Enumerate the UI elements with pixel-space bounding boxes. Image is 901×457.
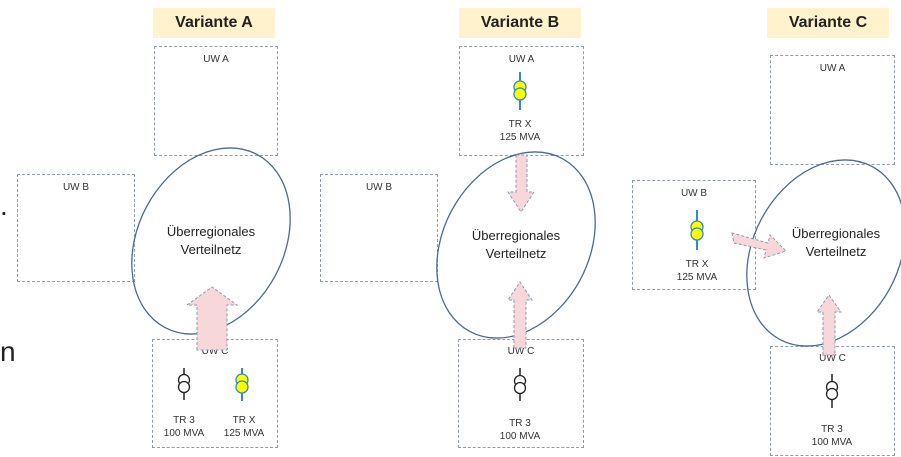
variant-a-network-line2: Verteilnetz <box>180 242 242 257</box>
variant-c-up-arrow <box>816 294 842 356</box>
variant-b-network-label: Überregionales Verteilnetz <box>451 227 581 263</box>
variant-b-up-arrow <box>507 281 533 349</box>
variant-a-trx-transformer-icon <box>235 368 249 401</box>
variant-c-trx-label: TR X 125 MVA <box>667 258 727 284</box>
variant-a-up-arrow <box>185 286 239 351</box>
variant-b-network-line2: Verteilnetz <box>485 246 547 261</box>
variant-c-tr3-power: 100 MVA <box>811 437 853 448</box>
variant-b-uw-c-label: UW C <box>507 346 535 357</box>
variant-b-network-ellipse <box>436 151 596 339</box>
variant-a-trx-label: TR X 125 MVA <box>214 414 274 440</box>
variant-c-uw-b-box: UW B <box>632 180 756 290</box>
variant-a-network-ellipse <box>131 147 291 335</box>
variant-a-uw-b-box: UW B <box>17 174 135 282</box>
edge-text-dot: . <box>0 190 8 221</box>
variant-c-uw-a-box: UW A <box>770 55 895 165</box>
variant-a-trx-name: TR X <box>232 415 256 426</box>
variant-c-network-line2: Verteilnetz <box>805 244 867 259</box>
variant-b-down-arrow <box>507 154 535 213</box>
variant-b-network-line1: Überregionales <box>471 228 561 243</box>
title-variante-a: Variante A <box>153 8 275 38</box>
variant-a-tr3-name: TR 3 <box>173 415 195 426</box>
variant-a-tr3-transformer-icon <box>177 368 191 400</box>
variant-a-network-label: Überregionales Verteilnetz <box>146 223 276 259</box>
variant-c-tr3-label: TR 3 100 MVA <box>802 423 862 449</box>
variant-a-network-line1: Überregionales <box>166 224 256 239</box>
variant-c-network-line1: Überregionales <box>791 226 881 241</box>
variant-b-uw-b-label: UW B <box>365 182 393 193</box>
variant-b-tr3-name: TR 3 <box>509 418 531 429</box>
variant-b-uw-a-label: UW A <box>508 54 535 65</box>
variant-b-tr3-transformer-icon <box>513 368 527 401</box>
variant-a-uw-a-box: UW A <box>154 46 278 156</box>
variant-c-network-label: Überregionales Verteilnetz <box>771 225 901 261</box>
variant-a-uw-b-label: UW B <box>62 182 90 193</box>
variant-b-trx-power: 125 MVA <box>499 132 541 143</box>
variant-a-uw-a-label: UW A <box>203 54 229 65</box>
variant-b-trx-label: TR X 125 MVA <box>490 118 550 144</box>
variant-c-trx-power: 125 MVA <box>676 272 718 283</box>
variant-c-uw-c-label: UW C <box>819 353 846 364</box>
variant-b-uw-b-box: UW B <box>320 174 438 282</box>
variant-a-trx-power: 125 MVA <box>223 428 265 439</box>
variant-b-trx-name: TR X <box>508 119 532 130</box>
variant-a-uw-c-label: UW C <box>201 346 229 357</box>
title-variante-c: Variante C <box>767 8 889 38</box>
variant-b-tr3-label: TR 3 100 MVA <box>490 417 550 443</box>
variant-c-tr3-name: TR 3 <box>821 424 843 435</box>
variant-c-diagonal-arrow <box>731 232 787 259</box>
variant-a-tr3-power: 100 MVA <box>163 428 205 439</box>
variant-b-tr3-power: 100 MVA <box>499 431 541 442</box>
variant-b-trx-transformer-icon <box>513 72 527 110</box>
edge-text-n: n <box>0 336 16 367</box>
variant-a-tr3-label: TR 3 100 MVA <box>154 414 214 440</box>
variant-c-uw-a-label: UW A <box>819 63 846 74</box>
variant-c-trx-transformer-icon <box>690 210 704 250</box>
variant-c-uw-b-label: UW B <box>680 188 708 199</box>
variant-c-network-ellipse <box>746 159 901 347</box>
title-variante-b: Variante B <box>459 8 581 38</box>
variant-c-trx-name: TR X <box>685 259 709 270</box>
variant-c-tr3-transformer-icon <box>825 374 839 408</box>
